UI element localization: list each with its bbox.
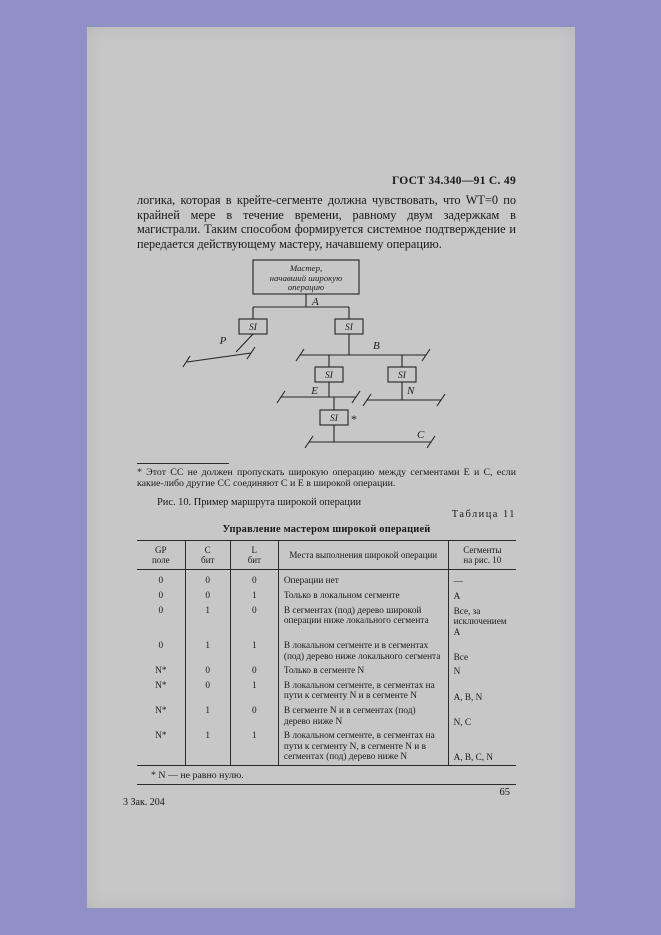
cell-c: 0 xyxy=(184,664,231,679)
page-footer: 3 Зак. 204 65 xyxy=(123,786,516,808)
cell-gp: N* xyxy=(155,680,167,691)
cell-l: 0 xyxy=(229,664,279,679)
master-box-line3: операцию xyxy=(288,282,325,292)
cell-place: В локальном сегменте, в сегментах на пут… xyxy=(277,678,449,704)
document-page: ГОСТ 34.340—91 С. 49 логика, которая в к… xyxy=(87,27,575,908)
si-box-3 xyxy=(314,365,344,383)
si-box-4 xyxy=(387,365,417,383)
master-box-line1: Мастер, xyxy=(289,263,322,273)
cell-gp: N* xyxy=(155,731,167,742)
footnote-rule xyxy=(137,462,229,464)
col-header-l: L бит xyxy=(229,540,279,571)
cell-c: 0 xyxy=(184,588,231,604)
cell-gp: 0 xyxy=(158,605,164,616)
segment-label-n: N xyxy=(406,385,415,397)
table-row: 0 0 0 Операции нет — xyxy=(137,569,516,589)
cell-l: 1 xyxy=(229,588,279,604)
cell-gp: 0 xyxy=(158,641,164,652)
cell-c: 0 xyxy=(184,569,231,589)
master-box-line2: начавший широкую xyxy=(270,273,343,283)
si-box-2 xyxy=(334,317,364,335)
cell-c: 0 xyxy=(184,678,231,704)
table-row: N* 1 0 В сегменте N и в сегментах (под) … xyxy=(137,703,516,730)
asterisk-mark: * xyxy=(351,412,357,426)
segment-label-b: B xyxy=(373,340,380,352)
si-box-1-label: SI xyxy=(249,323,258,333)
cell-l: 0 xyxy=(229,569,279,589)
cell-place: В сегментах (под) дерево широкой операци… xyxy=(277,603,449,640)
segment-label-p: P xyxy=(219,335,227,347)
table-end-rule xyxy=(137,783,516,785)
table-row: N* 0 0 Только в сегменте N N xyxy=(137,664,516,679)
table-row: N* 0 1 В локальном сегменте, в сегментах… xyxy=(137,678,516,704)
col-header-seg: Сегменты на рис. 10 xyxy=(447,540,516,571)
page-content: ГОСТ 34.340—91 С. 49 логика, которая в к… xyxy=(87,27,575,808)
cell-gp: 0 xyxy=(158,590,164,601)
cell-l: 1 xyxy=(229,678,279,704)
cell-c: 1 xyxy=(184,639,231,665)
cell-seg: Все, за исключением А xyxy=(447,603,516,640)
cell-seg: N xyxy=(447,664,516,679)
cell-gp: N* xyxy=(155,666,167,677)
table-number-label: Таблица 11 xyxy=(451,508,516,520)
cell-l: 1 xyxy=(229,639,279,665)
broadcast-control-table: GP поле С бит L бит Места выполнения шир… xyxy=(137,539,516,766)
table-row: 0 1 1 В локальном сегменте и в сегментах… xyxy=(137,639,516,665)
page-number: 65 xyxy=(499,786,511,798)
col-header-c: С бит xyxy=(184,540,231,571)
standard-header: ГОСТ 34.340—91 С. 49 xyxy=(391,175,516,187)
segment-label-e: E xyxy=(310,385,318,397)
si-box-5 xyxy=(319,408,349,426)
printer-imprint: 3 Зак. 204 xyxy=(123,796,165,808)
si-box-3-label: SI xyxy=(325,371,334,381)
figure-10-diagram: Мастер, начавший широкую операцию xyxy=(137,258,516,461)
cell-gp: 0 xyxy=(158,576,164,587)
cell-place: В сегменте N и в сегментах (под) дерево … xyxy=(277,703,449,730)
si-box-1 xyxy=(238,317,268,335)
cell-seg: Все xyxy=(447,639,516,665)
cell-place: В локальном сегменте и в сегментах (под)… xyxy=(277,639,449,665)
si-box-2-label: SI xyxy=(345,323,354,333)
segment-label-a: A xyxy=(311,296,319,308)
connector-lines xyxy=(182,293,446,448)
figure-footnote: * Этот СС не должен пропускать широкую о… xyxy=(137,466,516,490)
figure-caption: Рис. 10. Пример маршрута широкой операци… xyxy=(157,496,362,508)
table-row: 0 0 1 Только в локальном сегменте А xyxy=(137,588,516,604)
cell-place: Операции нет xyxy=(277,569,449,589)
col-header-place: Места выполнения широкой операции xyxy=(277,540,449,571)
cell-gp: N* xyxy=(155,705,167,716)
broadcast-route-diagram: Мастер, начавший широкую операцию xyxy=(182,258,446,448)
cell-l: 0 xyxy=(229,603,279,640)
table-header-row: GP поле С бит L бит Места выполнения шир… xyxy=(137,540,516,571)
table-title: Управление мастером широкой операцией xyxy=(222,523,431,535)
table-footnote: * N — не равно нулю. xyxy=(151,769,244,781)
cell-l: 1 xyxy=(229,729,279,766)
table-row: N* 1 1 В локальном сегменте, в сегментах… xyxy=(137,729,516,766)
cell-seg: А, В, С, N xyxy=(447,729,516,766)
segment-label-c: C xyxy=(417,429,425,441)
cell-seg: — xyxy=(447,569,516,589)
cell-place: В локальном сегменте, в сегментах на пут… xyxy=(277,729,449,766)
cell-place: Только в сегменте N xyxy=(277,664,449,679)
si-box-5-label: SI xyxy=(330,414,339,424)
cell-seg: А xyxy=(447,588,516,604)
cell-c: 1 xyxy=(184,729,231,766)
si-box-4-label: SI xyxy=(398,371,407,381)
cell-c: 1 xyxy=(184,603,231,640)
col-header-gp: GP поле xyxy=(137,540,186,571)
cell-c: 1 xyxy=(184,703,231,730)
table-row: 0 1 0 В сегментах (под) дерево широкой о… xyxy=(137,603,516,640)
cell-l: 0 xyxy=(229,703,279,730)
body-paragraph: логика, которая в крейте-сегменте должна… xyxy=(137,193,516,251)
cell-place: Только в локальном сегменте xyxy=(277,588,449,604)
cell-seg: N, С xyxy=(447,703,516,730)
cell-seg: А, В, N xyxy=(447,678,516,704)
